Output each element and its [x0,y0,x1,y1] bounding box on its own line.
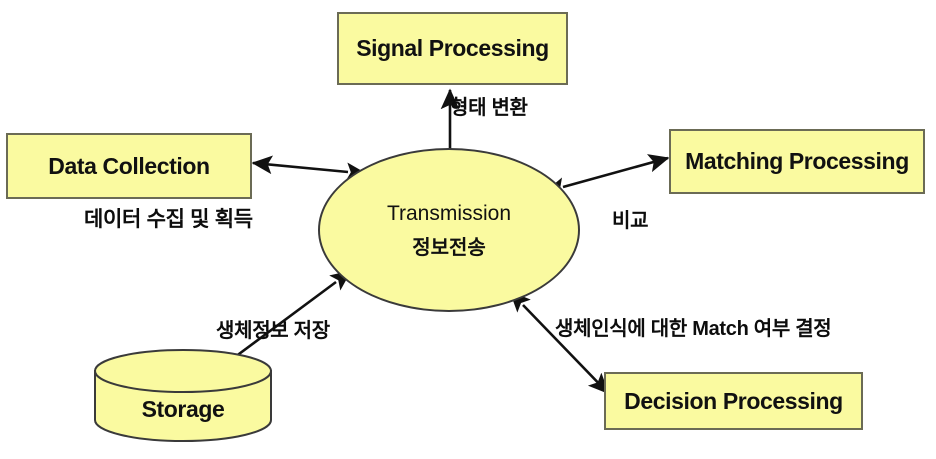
edge-label-data-collection: 데이터 수집 및 획득 [84,208,253,231]
arrow-transmission-data-collection [251,155,368,182]
node-storage-label: Storage [141,396,225,422]
arrow-transmission-decision-processing [509,291,610,395]
edge-label-signal-processing: 형태 변환 [450,97,528,119]
node-data-collection[interactable]: Data Collection [6,133,252,199]
node-storage[interactable]: Storage [95,371,271,441]
node-transmission[interactable]: Transmission 정보전송 [318,148,580,312]
node-data-collection-label: Data Collection [48,152,210,179]
node-transmission-label-kr: 정보전송 [412,236,486,259]
edge-label-storage: 생체정보 저장 [216,320,330,342]
storage-cylinder-shape [94,349,272,442]
node-signal-processing-label: Signal Processing [356,35,549,62]
node-matching-processing-label: Matching Processing [685,148,909,175]
node-transmission-label-en: Transmission [386,201,512,225]
edge-label-matching-processing: 비교 [612,210,649,232]
edge-label-decision-processing: 생체인식에 대한 Match 여부 결정 [555,318,832,340]
node-signal-processing[interactable]: Signal Processing [337,12,568,85]
node-decision-processing[interactable]: Decision Processing [604,372,863,430]
node-decision-processing-label: Decision Processing [624,387,843,414]
node-matching-processing[interactable]: Matching Processing [669,129,925,194]
arrow-transmission-matching-processing [544,154,670,196]
